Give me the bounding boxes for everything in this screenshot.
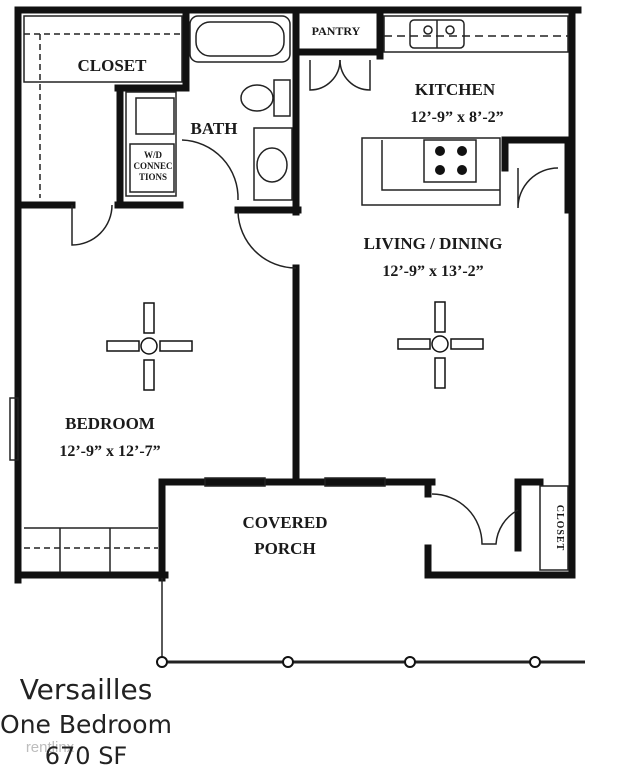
room-label-living: LIVING / DINING <box>364 234 503 253</box>
range-burners-icon <box>435 146 467 175</box>
room-label-bath: BATH <box>191 119 238 138</box>
ceiling-fan-icon <box>106 302 193 391</box>
room-label-kitchen: KITCHEN <box>415 80 496 99</box>
room-label-porch-closet: CLOSET <box>554 505 565 552</box>
wd-label-2: CONNEC <box>133 161 172 171</box>
railing-posts <box>156 656 541 668</box>
room-size-kitchen: 12’-9” x 8’-2” <box>410 109 503 126</box>
plan-type: One Bedroom <box>0 710 172 739</box>
room-label-closet: CLOSET <box>78 56 148 75</box>
fixtures <box>9 15 585 664</box>
room-size-bedroom: 12’-9” x 12’-7” <box>59 443 160 460</box>
room-label-porch-2: PORCH <box>254 539 315 558</box>
wd-label-3: TIONS <box>139 172 167 182</box>
walls <box>14 6 582 584</box>
wd-label-1: W/D <box>144 150 163 160</box>
room-size-living: 12’-9” x 13’-2” <box>382 263 483 280</box>
plan-name: Versailles <box>20 673 153 706</box>
ceiling-fan-icon <box>397 301 484 389</box>
watermark: rentlinx <box>26 739 75 756</box>
room-label-pantry: PANTRY <box>312 24 361 38</box>
room-label-bedroom: BEDROOM <box>65 414 155 433</box>
room-label-porch: COVERED <box>242 513 327 532</box>
plan-area: 670 SF <box>45 742 127 768</box>
